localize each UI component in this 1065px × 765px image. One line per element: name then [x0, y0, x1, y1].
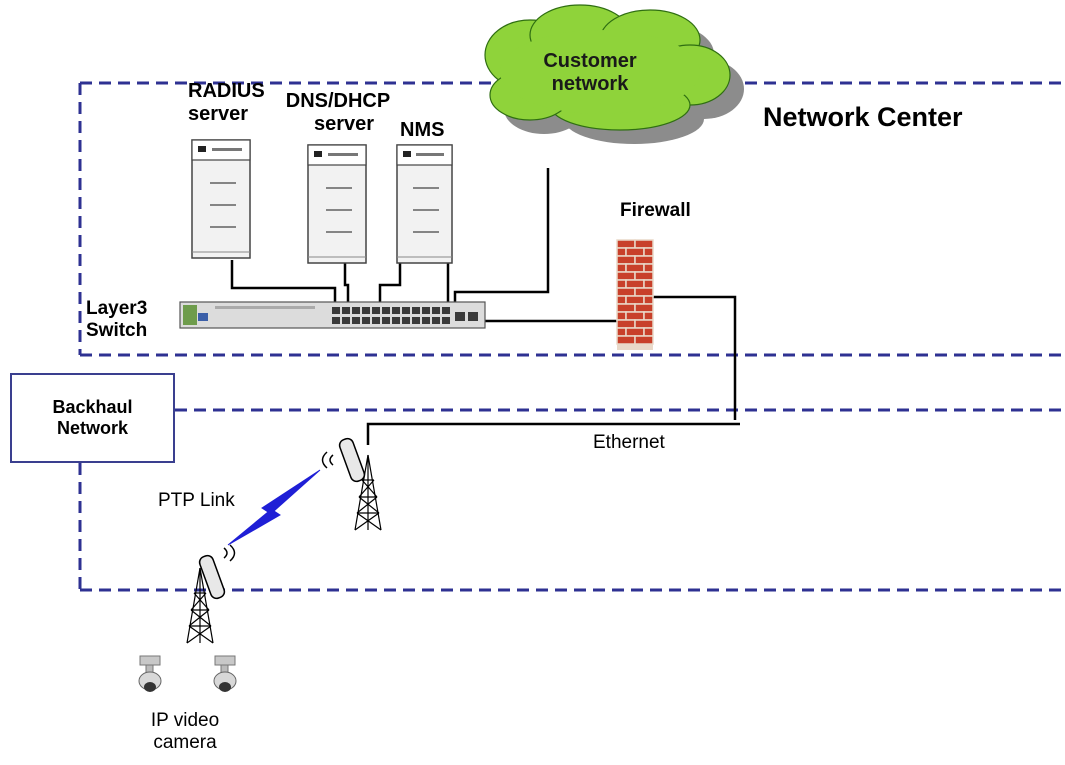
radio-lower-icon — [198, 544, 236, 600]
layer3-switch-label: Layer3 Switch — [86, 298, 147, 342]
radio-upper-icon — [321, 437, 366, 483]
layer3-switch-icon — [179, 301, 486, 329]
dns-dhcp-server-label: DNS/DHCP server — [278, 90, 398, 136]
dns-label-line2: server — [313, 113, 375, 135]
tower-lower-icon — [186, 567, 214, 644]
cloud-label: Customer network — [520, 50, 660, 96]
nms-server-icon — [396, 144, 453, 264]
camera-label-line2: camera — [153, 731, 217, 753]
firewall-label: Firewall — [620, 200, 691, 221]
backhaul-label-line2: Network — [56, 418, 128, 438]
radius-label-line1: RADIUS — [188, 80, 265, 102]
camera-label-line1: IP video — [150, 710, 220, 731]
ip-camera-icon — [213, 655, 237, 692]
cloud-label-line1: Customer — [543, 50, 637, 72]
zone-title-network-center: Network Center — [763, 102, 963, 132]
radius-label-line2: server — [188, 103, 249, 125]
ptp-link-lightning — [227, 469, 321, 546]
nms-label: NMS — [400, 119, 445, 141]
dns-label-line1: DNS/DHCP — [285, 90, 391, 112]
network-center-boundary — [78, 81, 1065, 357]
radius-server-label: RADIUS server — [188, 80, 265, 126]
cloud-label-line2: network — [551, 73, 629, 95]
firewall-icon — [616, 239, 654, 350]
tower-upper-icon — [354, 454, 382, 531]
connection-lines — [230, 168, 740, 445]
backhaul-network-label: Backhaul Network — [52, 397, 132, 438]
switch-label-line1: Layer3 — [86, 298, 148, 319]
ip-video-camera-label: IP video camera — [120, 710, 250, 754]
ptp-link-label: PTP Link — [158, 490, 235, 511]
backhaul-label-line1: Backhaul — [52, 397, 133, 418]
ethernet-label: Ethernet — [593, 432, 665, 453]
ip-camera-icon — [138, 655, 162, 692]
customer-network-cloud — [484, 4, 744, 144]
switch-label-line2: Switch — [86, 319, 148, 341]
dns-dhcp-server-icon — [307, 144, 367, 264]
radius-server-icon — [191, 139, 251, 259]
backhaul-network-box: Backhaul Network — [10, 373, 175, 463]
backhaul-boundary — [78, 408, 1065, 592]
